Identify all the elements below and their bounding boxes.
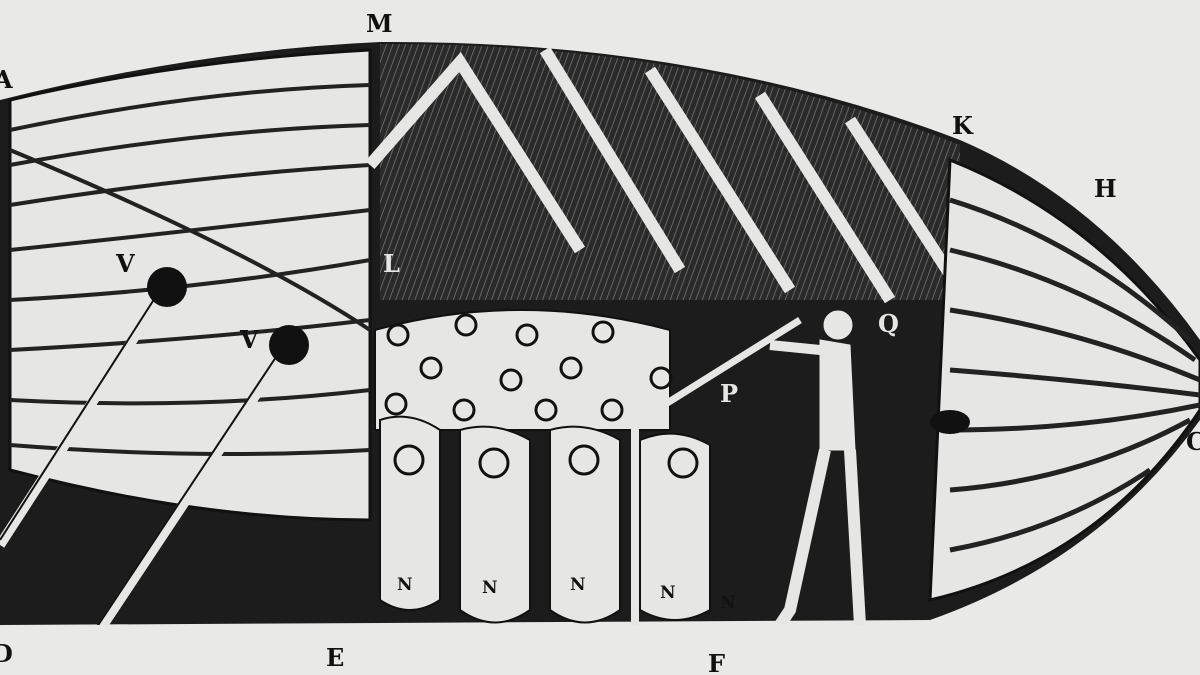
keel (0, 625, 1200, 675)
label-e: E (326, 643, 344, 672)
label-k: K (952, 111, 974, 140)
oar-port (147, 267, 187, 307)
label-d: D (0, 639, 13, 668)
label-q: Q (878, 309, 899, 338)
oar-port (269, 325, 309, 365)
label-n: N (482, 578, 498, 598)
label-n: N (660, 583, 676, 603)
oars (0, 287, 292, 675)
label-m: M (366, 9, 393, 38)
label-p: P (720, 379, 738, 408)
label-c: C (1186, 427, 1200, 456)
label-v2: V (239, 325, 259, 354)
label-f: F (708, 649, 725, 675)
roof-hatching (380, 43, 960, 300)
label-n: N (570, 575, 586, 595)
label-v1: V (115, 249, 135, 278)
label-a: A (0, 65, 13, 94)
port-hole (930, 410, 970, 434)
operator-figure (631, 310, 866, 630)
label-h: H (1094, 174, 1117, 203)
label-l: L (383, 249, 400, 278)
label-n: N (720, 593, 736, 613)
label-n: N (397, 575, 413, 595)
